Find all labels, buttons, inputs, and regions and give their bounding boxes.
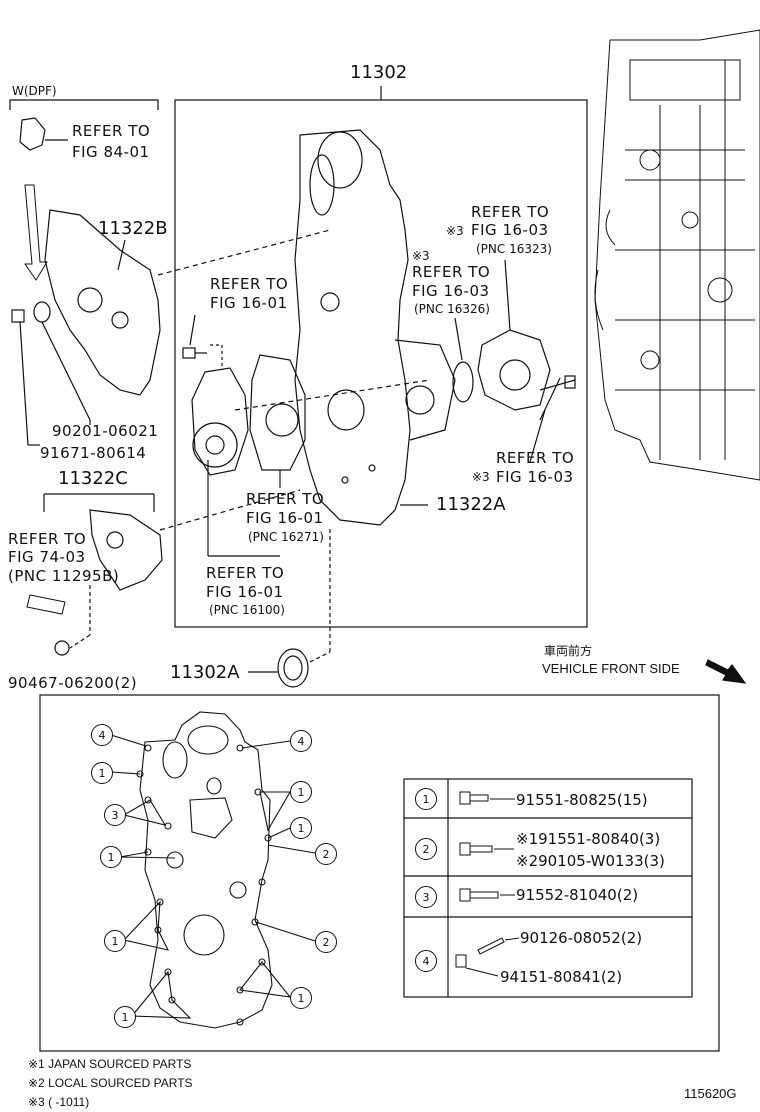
footnote-2: ※2 LOCAL SOURCED PARTS — [28, 1076, 193, 1090]
main-part-number: 11302 — [350, 62, 408, 83]
o-ring-16326 — [452, 361, 474, 403]
wdpf-bracket — [9, 99, 159, 110]
wdpf-label: W(DPF) — [12, 84, 57, 98]
part-90201-06021: 90201-06021 — [52, 422, 159, 440]
callout-1: 1 — [290, 987, 312, 1009]
bolt-91671 — [11, 309, 25, 323]
footnote-1: ※1 JAPAN SOURCED PARTS — [28, 1057, 192, 1071]
part-11322b: 11322B — [98, 218, 168, 239]
legend-num-4: 4 — [415, 950, 437, 972]
callout-1: 1 — [100, 846, 122, 868]
callout-1: 1 — [114, 1006, 136, 1028]
bolt-16-03 — [564, 375, 576, 389]
ref-16-03c-mark: ※3 — [472, 470, 490, 484]
callout-2: 2 — [315, 931, 337, 953]
engine-block-outline — [594, 29, 760, 481]
ref-74-03-line1: REFER TO — [8, 530, 87, 548]
water-outlet-16323 — [477, 329, 551, 411]
ref-16-03c-line1: REFER TO — [496, 449, 575, 467]
ref-16-03b-mark: ※3 — [412, 249, 430, 263]
ref-16-01a-line1: REFER TO — [210, 275, 289, 293]
legend-num-3: 3 — [415, 886, 437, 908]
ref-74-03-line2: FIG 74-03 — [8, 548, 86, 566]
ref-74-03-pnc: (PNC 11295B) — [8, 567, 120, 585]
washer-90201 — [33, 301, 51, 323]
cover-11322b — [44, 209, 161, 396]
callout-1: 1 — [290, 781, 312, 803]
legend-num-1: 1 — [415, 788, 437, 810]
bolt-position-cover — [110, 711, 316, 1029]
ref-16-01c-line1: REFER TO — [206, 564, 285, 582]
part-11322a: 11322A — [436, 494, 506, 515]
ref-16-01a-line2: FIG 16-01 — [210, 294, 288, 312]
legend-part-1: 91551-80825(15) — [516, 791, 648, 809]
ref-16-03a-line1: REFER TO — [471, 203, 550, 221]
water-pump-pulley — [192, 422, 238, 468]
ref-16-03a-line2: FIG 16-03 — [471, 221, 549, 239]
vehicle-front-en: VEHICLE FRONT SIDE — [542, 661, 680, 676]
figure-id: 115620G — [684, 1086, 737, 1101]
timing-chain-cover-11322a — [294, 129, 411, 526]
callout-3: 3 — [104, 804, 126, 826]
callout-1: 1 — [104, 930, 126, 952]
legend-num-2: 2 — [415, 838, 437, 860]
dpf-clip-part — [19, 117, 46, 151]
legend-part-2b: ※290105-W0133(3) — [516, 852, 665, 870]
legend-part-4b: 94151-80841(2) — [500, 968, 623, 986]
oil-seal-11302a — [277, 648, 309, 688]
ref-16-03c-line2: FIG 16-03 — [496, 468, 574, 486]
ref-16-01b-line1: REFER TO — [246, 490, 325, 508]
bolt-16-01 — [182, 347, 196, 359]
callout-4: 4 — [290, 730, 312, 752]
ref-16-03a-mark: ※3 — [446, 224, 464, 238]
install-arrow — [24, 184, 48, 281]
callout-1: 1 — [290, 817, 312, 839]
legend-part-4a: 90126-08052(2) — [520, 929, 643, 947]
ref-16-01b-pnc: (PNC 16271) — [248, 530, 324, 544]
ref-16-01c-pnc: (PNC 16100) — [209, 603, 285, 617]
bolt-diagram-frame — [39, 694, 720, 1052]
vehicle-front-jp: 車両前方 — [544, 644, 593, 658]
water-pump-gasket — [249, 354, 306, 471]
legend-part-3: 91552-81040(2) — [516, 886, 639, 904]
label-plate — [26, 594, 66, 615]
ref-16-01c-line2: FIG 16-01 — [206, 583, 284, 601]
ref-16-03b-line1: REFER TO — [412, 263, 491, 281]
plug-90467 — [54, 640, 70, 656]
bolt-legend-table — [403, 778, 693, 998]
legend-bolt-icons — [455, 791, 520, 977]
vehicle-front-arrow — [705, 659, 747, 684]
part-91671-80614: 91671-80614 — [40, 444, 147, 462]
callout-2: 2 — [315, 843, 337, 865]
footnote-3: ※3 ( -1011) — [28, 1095, 90, 1109]
ref-16-03b-pnc: (PNC 16326) — [414, 302, 490, 316]
part-11302a: 11302A — [170, 662, 240, 683]
callout-1: 1 — [91, 762, 113, 784]
ref-16-01b-line2: FIG 16-01 — [246, 509, 324, 527]
part-11322c: 11322C — [58, 468, 128, 489]
part-90467-06200: 90467-06200(2) — [8, 674, 138, 692]
ref-84-01-line1: REFER TO — [72, 122, 151, 140]
water-pump-housing — [191, 367, 249, 476]
ref-16-03a-pnc: (PNC 16323) — [476, 242, 552, 256]
callout-4: 4 — [91, 724, 113, 746]
ref-84-01-line2: FIG 84-01 — [72, 143, 150, 161]
cover-11322c — [89, 509, 163, 591]
legend-part-2a: ※191551-80840(3) — [516, 830, 661, 848]
ref-16-03b-line2: FIG 16-03 — [412, 282, 490, 300]
